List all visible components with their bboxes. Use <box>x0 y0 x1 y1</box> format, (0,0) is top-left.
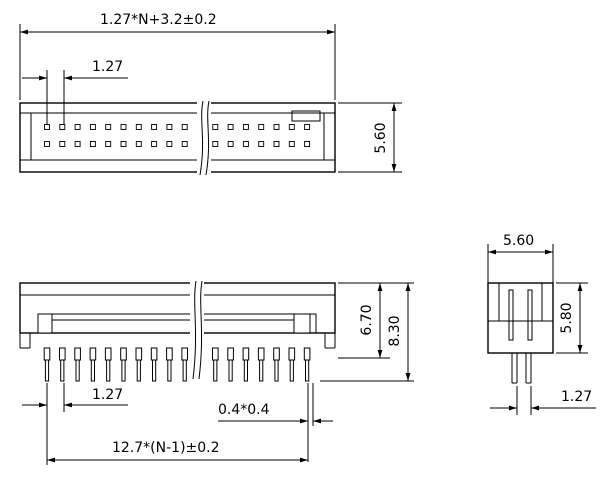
pin-pad <box>288 124 295 130</box>
pin-pad <box>304 124 311 130</box>
front-view: 1.27 0.4*0.4 12.7*(N-1)±0.2 6.70 8.30 <box>19 280 414 465</box>
front-body-outline <box>19 282 336 334</box>
pin-pad <box>181 124 188 130</box>
top-break-line <box>199 100 204 176</box>
pin-pad <box>181 141 188 147</box>
front-pin <box>288 347 296 382</box>
pin-pad <box>59 124 66 130</box>
pin-pad <box>44 141 50 147</box>
side-body-outline <box>487 282 554 354</box>
pin-pad <box>105 141 112 147</box>
pin-pad <box>74 141 81 147</box>
front-body-height-label: 6.70 <box>359 304 375 335</box>
pin-pad <box>135 124 142 130</box>
front-break-line <box>192 280 197 380</box>
top-pin-cavity <box>30 112 325 161</box>
pin-pad <box>89 141 96 147</box>
pin-pad <box>227 124 234 130</box>
pin-pad <box>258 141 265 147</box>
front-pin <box>242 347 250 382</box>
front-pin <box>257 347 265 382</box>
front-total-height-label: 8.30 <box>387 315 403 346</box>
top-key-notch <box>291 110 321 122</box>
front-pin <box>89 347 97 382</box>
pin-pad <box>120 141 127 147</box>
pin-pad <box>304 141 311 147</box>
pin-pad <box>166 141 173 147</box>
pin-pad <box>151 124 158 130</box>
pin-pad <box>212 124 219 130</box>
front-pin <box>227 347 234 382</box>
front-pins <box>43 347 311 382</box>
pin-pad <box>89 124 96 130</box>
side-width-label: 5.60 <box>503 233 534 249</box>
front-span-label: 12.7*(N-1)±0.2 <box>112 440 220 456</box>
front-pin <box>135 347 143 382</box>
front-pin <box>181 347 188 382</box>
front-pin <box>166 347 173 382</box>
pin-pad <box>135 141 142 147</box>
side-pitch-label: 1.27 <box>561 389 592 405</box>
pin-pad <box>212 141 219 147</box>
front-pin-size-label: 0.4*0.4 <box>218 402 270 418</box>
front-pitch-label: 1.27 <box>92 387 123 403</box>
front-pin <box>273 347 280 382</box>
pin-pad <box>273 124 280 130</box>
pin-pad <box>44 124 50 130</box>
pin-pad <box>273 141 280 147</box>
pin-pad <box>166 124 173 130</box>
front-pin <box>59 347 66 382</box>
pin-pad <box>59 141 66 147</box>
front-left-latch <box>37 313 53 334</box>
pin-pad <box>258 124 265 130</box>
front-pin <box>74 347 81 382</box>
pin-pad <box>242 141 249 147</box>
top-pitch-label: 1.27 <box>92 59 123 75</box>
side-height-label: 5.80 <box>559 302 575 333</box>
front-pin <box>150 347 158 382</box>
front-pin <box>104 347 112 382</box>
side-view: 5.60 5.80 1.27 <box>487 233 596 415</box>
pin-pad <box>242 124 249 130</box>
front-pin <box>212 347 219 382</box>
pin-pad <box>74 124 81 130</box>
pin-pad <box>288 141 295 147</box>
pin-pad <box>105 124 112 130</box>
pin-pad <box>151 141 158 147</box>
front-pin <box>303 347 311 382</box>
top-pin-pads <box>44 124 311 147</box>
front-right-latch <box>293 313 311 334</box>
top-width-label: 1.27*N+3.2±0.2 <box>100 12 217 28</box>
top-view: 1.27*N+3.2±0.2 1.27 5.60 <box>19 12 402 176</box>
top-body-outline <box>19 102 336 173</box>
pin-pad <box>227 141 234 147</box>
front-pin <box>43 347 51 382</box>
top-height-label: 5.60 <box>373 122 389 153</box>
front-pin <box>120 347 127 382</box>
pin-pad <box>120 124 127 130</box>
